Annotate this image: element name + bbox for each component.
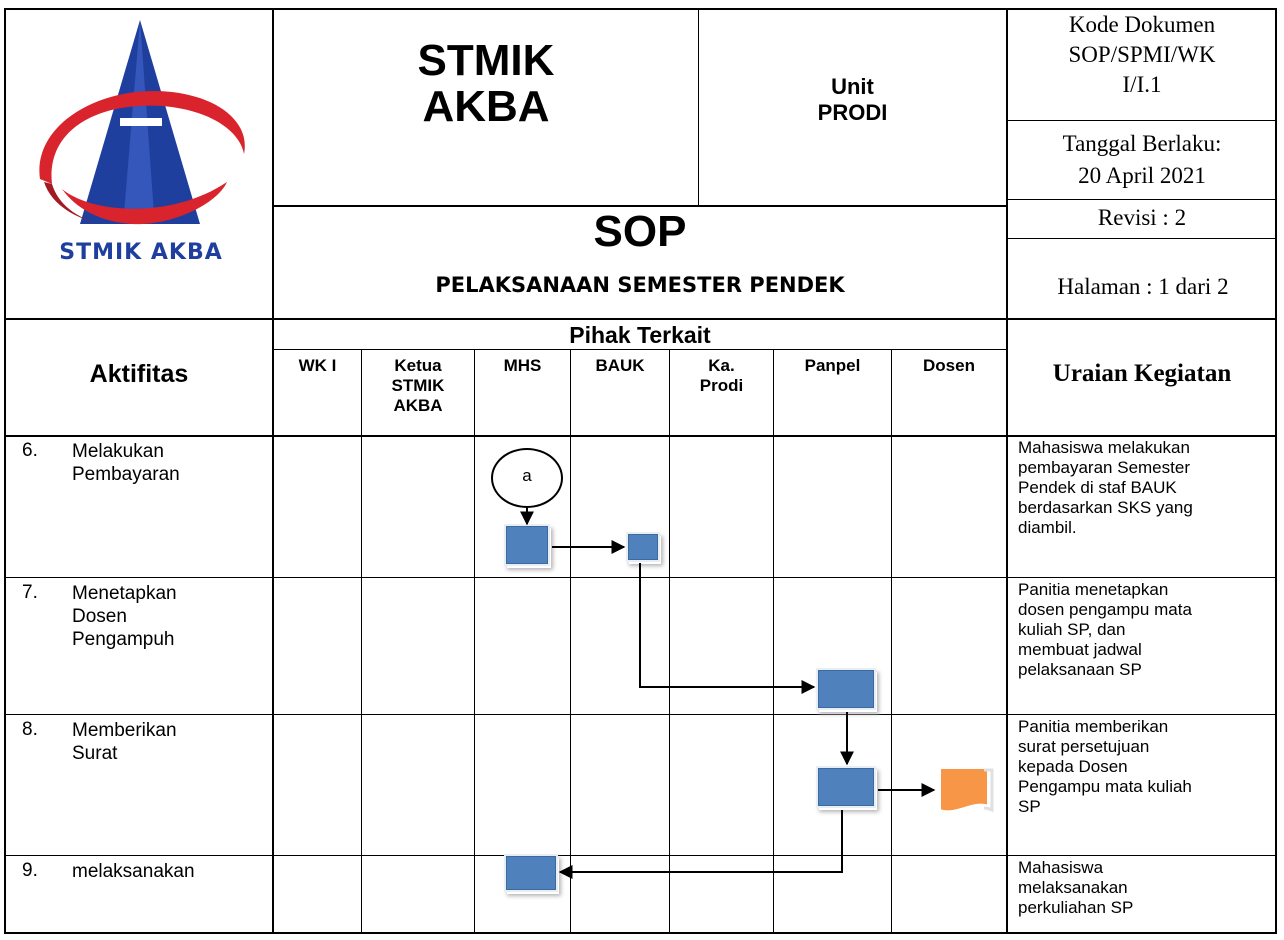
- row-description: Mahasiswa melaksanakan perkuliahan SP: [1018, 858, 1134, 917]
- process-give-letter: [816, 766, 876, 808]
- header-activity: Aktifitas: [89, 360, 189, 388]
- page-number: Halaman : 1 dari 2: [1057, 274, 1229, 299]
- logo-graphic: [39, 20, 245, 225]
- document-code: Kode Dokumen SOP/SPMI/WK I/I.1: [1068, 12, 1216, 97]
- party-ketua: Ketua STMIK AKBA: [391, 356, 445, 415]
- header-description: Uraian Kegiatan: [1052, 360, 1232, 387]
- party-kaprodi: Ka. Prodi: [699, 356, 744, 395]
- row-description: Mahasiswa melakukan pembayaran Semester …: [1018, 438, 1193, 537]
- row-description: Panitia menetapkan dosen pengampu mata k…: [1018, 580, 1192, 679]
- row-number: 6.: [22, 440, 38, 461]
- logo-text: STMIK AKBA: [59, 240, 223, 265]
- row-number: 8.: [22, 719, 38, 740]
- row-activity: Melakukan Pembayaran: [72, 441, 180, 485]
- party-panpel: Panpel: [804, 356, 861, 375]
- doc-subtitle: PELAKSANAAN SEMESTER PENDEK: [435, 273, 845, 297]
- process-carry-out: [504, 854, 558, 892]
- row-number: 7.: [22, 582, 38, 603]
- process-assign-lecturer: [816, 668, 876, 710]
- effective-date: Tanggal Berlaku: 20 April 2021: [1062, 131, 1222, 188]
- connector-label: a: [522, 466, 532, 485]
- unit-label: Unit PRODI: [817, 74, 888, 125]
- institution-name: STMIK AKBA: [417, 36, 555, 131]
- row-description: Panitia memberikan surat persetujuan kep…: [1018, 717, 1192, 816]
- doc-type: SOP: [593, 207, 687, 256]
- revision: Revisi : 2: [1097, 205, 1187, 230]
- document-shape: [939, 767, 994, 813]
- row-activity: Memberikan Surat: [72, 720, 177, 764]
- row-activity: melaksanakan: [72, 861, 195, 882]
- process-payment-mhs: [504, 524, 550, 566]
- party-bauk: BAUK: [595, 356, 645, 375]
- header-related-parties: Pihak Terkait: [569, 322, 711, 348]
- row-activity: Menetapkan Dosen Pengampuh: [72, 583, 177, 650]
- off-page-connector: [491, 448, 563, 508]
- party-wk1: WK I: [298, 356, 337, 375]
- process-payment-bauk: [626, 532, 660, 562]
- logo: STMIK AKBA: [22, 14, 260, 274]
- row-number: 9.: [22, 860, 38, 881]
- party-mhs: MHS: [503, 356, 542, 375]
- party-dosen: Dosen: [923, 356, 975, 375]
